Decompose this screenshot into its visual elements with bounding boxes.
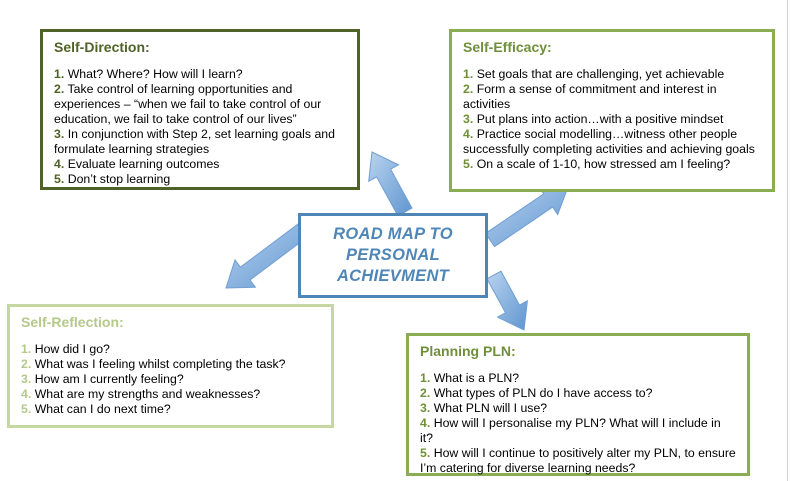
center-title-line: PERSONAL — [345, 246, 441, 264]
item-text: What types of PLN do I have access to? — [433, 386, 653, 400]
planning-pln-title: Planning PLN: — [420, 343, 516, 359]
item-number: 5. — [54, 172, 65, 186]
self-efficacy-list: 1. Set goals that are challenging, yet a… — [463, 67, 762, 172]
road-map-center-box: ROAD MAP TO PERSONAL ACHIEVMENT — [298, 213, 488, 298]
item-text: In conjunction with Step 2, set learning… — [54, 127, 335, 156]
item-number: 4. — [54, 157, 65, 171]
item-text: How did I go? — [34, 342, 110, 356]
list-item: 3. Put plans into action…with a positive… — [463, 112, 762, 127]
item-text: What are my strengths and weaknesses? — [34, 387, 261, 401]
item-text: How will I personalise my PLN? What will… — [420, 416, 721, 445]
list-item: 4. What are my strengths and weaknesses? — [21, 387, 321, 402]
list-item: 4. Practice social modelling…witness oth… — [463, 127, 762, 157]
list-item: 5. Don’t stop learning — [54, 172, 347, 187]
list-item: 1. Set goals that are challenging, yet a… — [463, 67, 762, 82]
item-number: 4. — [463, 127, 474, 141]
item-text: What? Where? How will I learn? — [67, 67, 243, 81]
self-direction-title: Self-Direction: — [54, 39, 150, 55]
list-item: 1. What is a PLN? — [420, 371, 737, 386]
planning-pln-list: 1. What is a PLN? 2. What types of PLN d… — [420, 371, 737, 476]
list-item: 5. On a scale of 1-10, how stressed am I… — [463, 157, 762, 172]
self-reflection-title: Self-Reflection: — [21, 314, 124, 330]
arrow-to-self-direction — [368, 151, 413, 217]
item-text: Practice social modelling…witness other … — [463, 127, 755, 156]
list-item: 4. Evaluate learning outcomes — [54, 157, 347, 172]
item-number: 1. — [21, 342, 32, 356]
item-text: Don’t stop learning — [67, 172, 171, 186]
item-number: 5. — [420, 446, 431, 460]
item-number: 1. — [54, 67, 65, 81]
item-number: 5. — [463, 157, 474, 171]
item-text: What PLN will I use? — [433, 401, 548, 415]
list-item: 3. How am I currently feeling? — [21, 372, 321, 387]
page-edge-line — [787, 0, 788, 481]
arrow-to-planning-pln — [486, 270, 529, 331]
list-item: 2. Form a sense of commitment and intere… — [463, 82, 762, 112]
item-text: Set goals that are challenging, yet achi… — [476, 67, 725, 81]
item-text: What is a PLN? — [433, 371, 520, 385]
self-reflection-box: Self-Reflection: 1. How did I go? 2. Wha… — [7, 304, 334, 428]
item-text: How am I currently feeling? — [34, 372, 184, 386]
list-item: 2. What types of PLN do I have access to… — [420, 386, 737, 401]
item-number: 3. — [420, 401, 431, 415]
list-item: 2. Take control of learning opportunitie… — [54, 82, 347, 127]
item-number: 4. — [21, 387, 32, 401]
item-number: 1. — [420, 371, 431, 385]
item-text: On a scale of 1-10, how stressed am I fe… — [476, 157, 731, 171]
item-text: How will I continue to positively alter … — [420, 446, 736, 475]
item-text: Put plans into action…with a positive mi… — [476, 112, 724, 126]
self-direction-box: Self-Direction: 1. What? Where? How will… — [40, 29, 360, 190]
item-number: 2. — [21, 357, 32, 371]
planning-pln-box: Planning PLN: 1. What is a PLN? 2. What … — [406, 333, 750, 476]
item-number: 3. — [21, 372, 32, 386]
item-text: Evaluate learning outcomes — [67, 157, 220, 171]
item-text: What was I feeling whilst completing the… — [34, 357, 286, 371]
item-number: 2. — [420, 386, 431, 400]
list-item: 1. What? Where? How will I learn? — [54, 67, 347, 82]
item-number: 2. — [463, 82, 474, 96]
item-number: 4. — [420, 416, 431, 430]
list-item: 4. How will I personalise my PLN? What w… — [420, 416, 737, 446]
item-text: What can I do next time? — [34, 402, 171, 416]
list-item: 2. What was I feeling whilst completing … — [21, 357, 321, 372]
center-title-line: ACHIEVMENT — [336, 267, 450, 285]
list-item: 5. How will I continue to positively alt… — [420, 446, 737, 476]
center-title-line: ROAD MAP TO — [333, 225, 453, 243]
self-efficacy-title: Self-Efficacy: — [463, 39, 552, 55]
item-number: 3. — [54, 127, 65, 141]
self-direction-list: 1. What? Where? How will I learn? 2. Tak… — [54, 67, 347, 187]
item-text: Form a sense of commitment and interest … — [463, 82, 717, 111]
list-item: 3. What PLN will I use? — [420, 401, 737, 416]
arrow-to-self-efficacy — [484, 185, 569, 248]
list-item: 3. In conjunction with Step 2, set learn… — [54, 127, 347, 157]
list-item: 5. What can I do next time? — [21, 402, 321, 417]
list-item: 1. How did I go? — [21, 342, 321, 357]
item-number: 5. — [21, 402, 32, 416]
self-reflection-list: 1. How did I go? 2. What was I feeling w… — [21, 342, 321, 417]
self-efficacy-box: Self-Efficacy: 1. Set goals that are cha… — [449, 29, 775, 192]
item-text: Take control of learning opportunities a… — [54, 82, 322, 126]
item-number: 3. — [463, 112, 474, 126]
item-number: 2. — [54, 82, 65, 96]
item-number: 1. — [463, 67, 474, 81]
